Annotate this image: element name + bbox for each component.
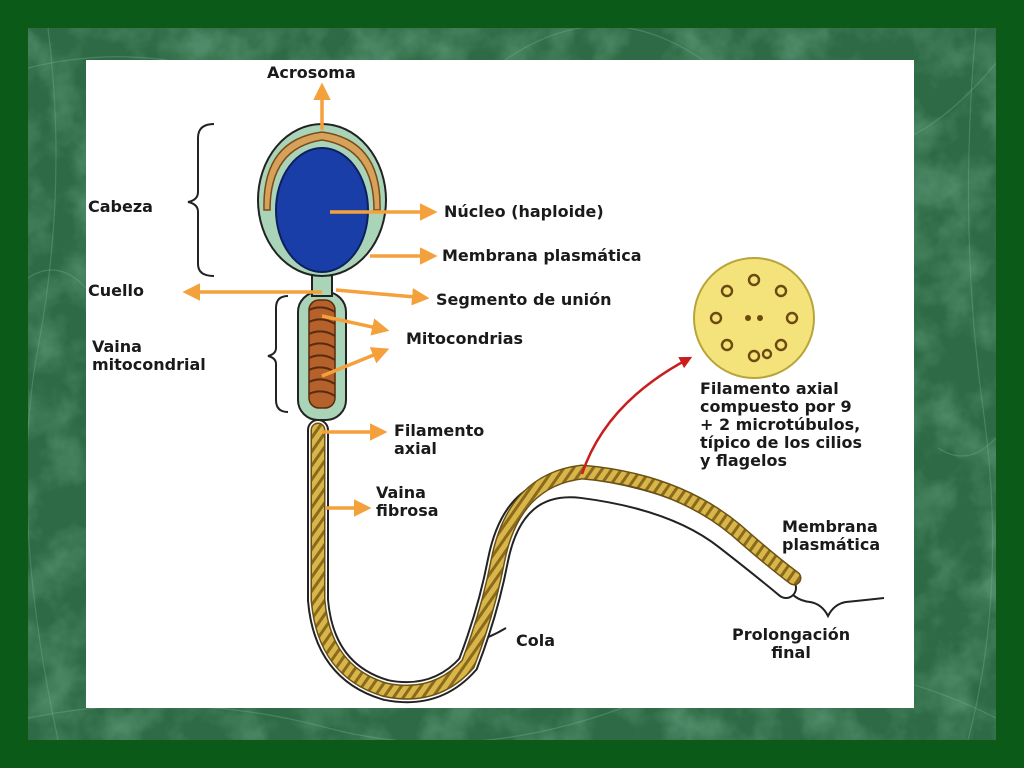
label-vaina-fibrosa: Vaina fibrosa [376,483,439,520]
label-filamento-axial: Filamento axial [394,421,485,458]
label-prolongacion-final: Prolongación final [732,625,851,662]
diagram-canvas: Acrosoma Cabeza Cuello Vaina mitocondria… [86,60,914,708]
label-cuello: Cuello [88,281,144,300]
label-nucleo: Núcleo (haploide) [444,202,604,221]
label-segmento-union: Segmento de unión [436,290,612,309]
prolongacion-bracket [785,583,885,619]
label-arrows [182,82,438,517]
sperm-diagram [182,82,885,704]
label-membrana-plasmatica-head: Membrana plasmática [442,246,642,265]
cabeza-bracket [187,123,215,277]
vaina-bracket [267,295,289,413]
label-cross-section-caption: Filamento axial compuesto por 9 + 2 micr… [700,379,863,470]
label-acrosoma: Acrosoma [267,63,356,82]
label-cola: Cola [516,631,556,650]
acrosome-cap [263,131,381,211]
cross-section-arrow [580,356,693,475]
nucleus [275,147,369,273]
label-mitocondrias: Mitocondrias [406,329,524,348]
label-membrana-plasmatica-tail: Membrana plasmática [782,517,881,554]
microtubule-doublets [709,273,799,363]
label-cabeza: Cabeza [88,197,153,216]
label-vaina-mitocondrial: Vaina mitocondrial [92,337,206,374]
